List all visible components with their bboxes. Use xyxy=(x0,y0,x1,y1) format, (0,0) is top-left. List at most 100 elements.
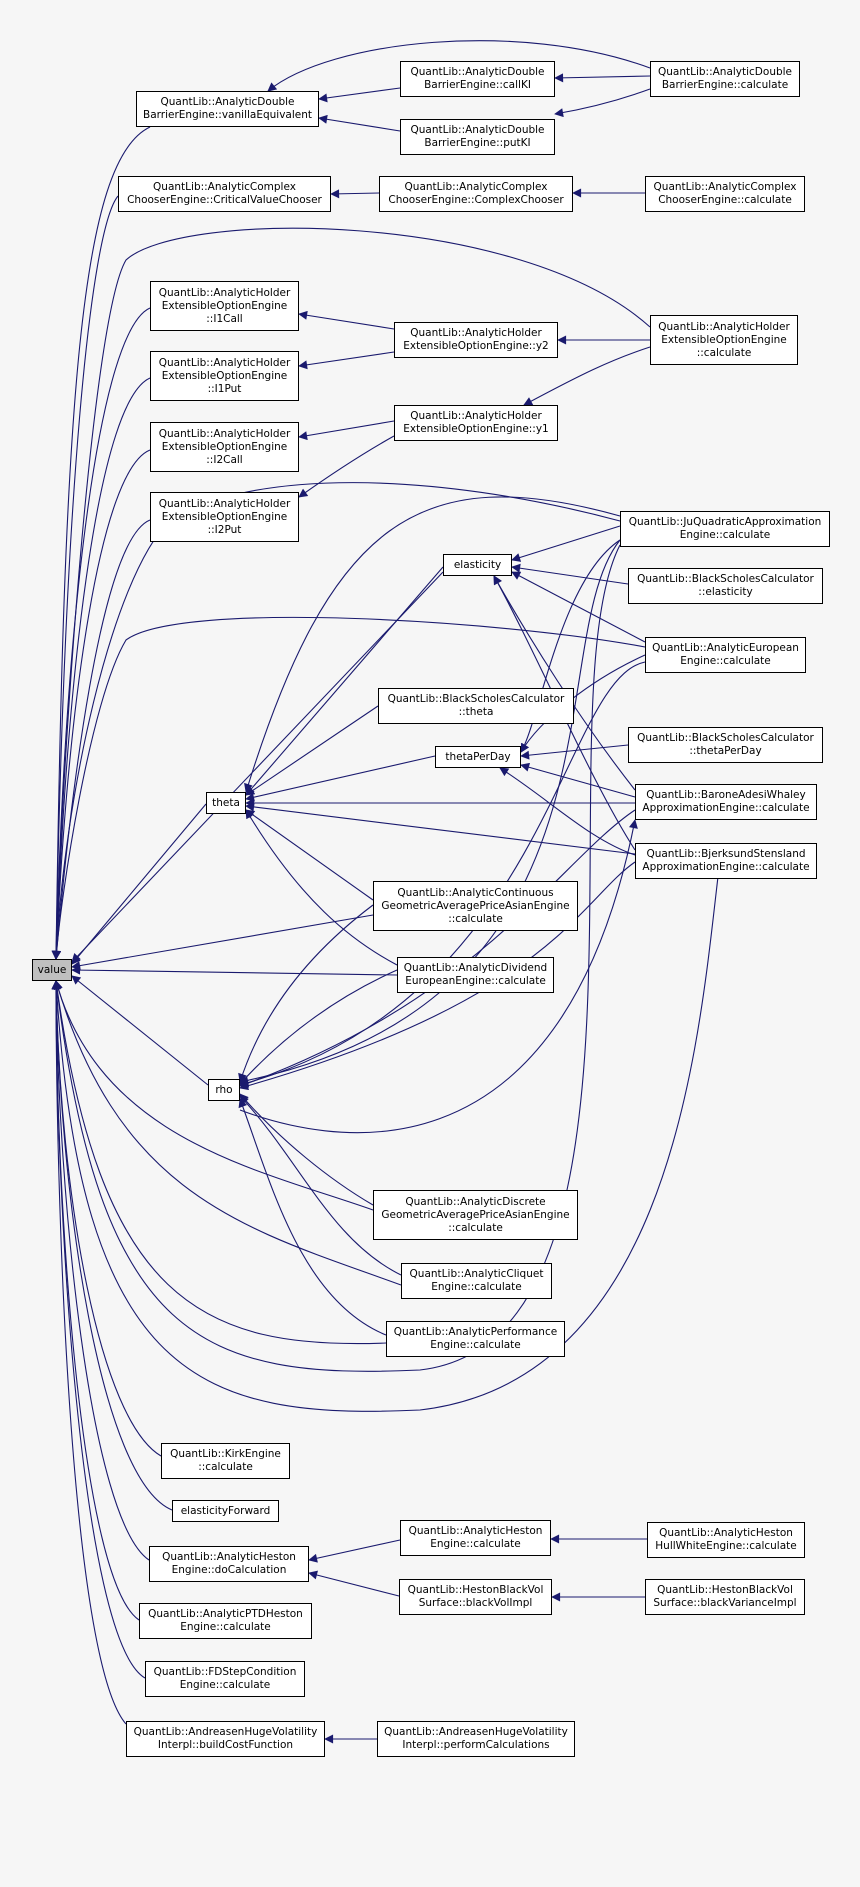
node-theta[interactable]: theta xyxy=(206,792,246,814)
call-edge xyxy=(245,802,636,855)
node-label-line: QuantLib::AnalyticHolder xyxy=(158,286,291,299)
node-bs-elasticity[interactable]: QuantLib::BlackScholesCalculator::elasti… xyxy=(628,568,823,604)
node-label-line: QuantLib::HestonBlackVol xyxy=(407,1584,544,1596)
node-label-line: ::calculate xyxy=(696,346,752,359)
call-edge xyxy=(493,575,636,791)
node-label-line: QuantLib::AnalyticComplex xyxy=(653,181,797,193)
node-label-line: QuantLib::BlackScholesCalculator xyxy=(637,732,814,744)
call-edge xyxy=(245,809,374,901)
node-bs-theta-per-day[interactable]: QuantLib::BlackScholesCalculator::thetaP… xyxy=(628,727,823,763)
node-label-line: ::calculate xyxy=(198,1461,253,1473)
node-label-line: Surface::blackVolImpl xyxy=(418,1597,533,1609)
node-label-line: QuantLib::AnalyticHeston xyxy=(408,1525,543,1537)
call-edge xyxy=(238,1098,387,1336)
node-label-line: elasticityForward xyxy=(180,1504,271,1517)
call-edge xyxy=(239,819,638,1134)
node-label-line: Interpl::buildCostFunction xyxy=(157,1739,294,1751)
call-edge xyxy=(239,861,636,1091)
call-edge xyxy=(51,980,127,1725)
node-label-line: QuantLib::AnalyticCliquet xyxy=(409,1268,544,1280)
node-label-line: BarrierEngine::calculate xyxy=(661,79,789,91)
node-theta-per-day[interactable]: thetaPerDay xyxy=(435,746,521,768)
node-label-line: rho xyxy=(215,1083,233,1096)
call-edge xyxy=(71,571,444,963)
node-rho[interactable]: rho xyxy=(208,1079,240,1101)
node-bs-theta[interactable]: QuantLib::BlackScholesCalculator::theta xyxy=(378,688,574,724)
node-label-line: Surface::blackVarianceImpl xyxy=(653,1597,797,1609)
node-label-line: QuantLib::AnalyticHolder xyxy=(158,356,291,369)
node-label-line: QuantLib::AnalyticHolder xyxy=(658,320,790,333)
call-edge xyxy=(520,539,621,753)
call-edge xyxy=(51,449,151,960)
call-edge xyxy=(239,1095,402,1276)
call-edge xyxy=(51,980,173,1511)
call-edge xyxy=(511,563,629,585)
call-edge xyxy=(511,571,646,643)
node-label-line: QuantLib::FDStepCondition xyxy=(153,1666,297,1678)
call-edge xyxy=(239,539,621,1085)
call-edge xyxy=(267,40,651,92)
node-label-line: Engine::calculate xyxy=(179,1679,271,1691)
node-elasticity-forward[interactable]: elasticityForward xyxy=(172,1500,279,1522)
node-label-line: Engine::calculate xyxy=(431,1281,522,1293)
call-edge xyxy=(71,975,209,1086)
node-label-line: ExtensibleOptionEngine xyxy=(161,299,288,312)
node-label-line: ::theta xyxy=(458,706,494,718)
call-edge xyxy=(308,1539,401,1563)
node-value[interactable]: value xyxy=(32,959,72,981)
call-edge xyxy=(523,346,651,406)
node-label-line: QuantLib::BlackScholesCalculator xyxy=(637,573,814,585)
call-edge xyxy=(318,87,401,103)
node-label-line: ::elasticity xyxy=(698,586,753,598)
node-label-line: QuantLib::AnalyticHolder xyxy=(410,327,542,339)
node-label-line: ChooserEngine::ComplexChooser xyxy=(388,194,564,206)
call-edge xyxy=(53,980,402,1286)
node-label-line: ExtensibleOptionEngine xyxy=(161,369,288,382)
node-label-line: BarrierEngine::vanillaEquivalent xyxy=(143,109,312,121)
call-edge xyxy=(71,965,398,976)
call-edge xyxy=(71,803,207,965)
call-edge xyxy=(239,809,636,1088)
call-edge xyxy=(520,744,629,760)
node-elasticity[interactable]: elasticity xyxy=(443,554,512,576)
call-edge xyxy=(51,227,651,960)
node-label-line: EuropeanEngine::calculate xyxy=(405,975,546,987)
node-kirk-calculate[interactable]: QuantLib::KirkEngine::calculate xyxy=(161,1443,290,1479)
node-label-line: Engine::calculate xyxy=(430,1339,521,1351)
node-label-line: ExtensibleOptionEngine xyxy=(661,333,787,346)
call-edge xyxy=(239,661,646,1088)
call-edge xyxy=(51,980,150,1561)
